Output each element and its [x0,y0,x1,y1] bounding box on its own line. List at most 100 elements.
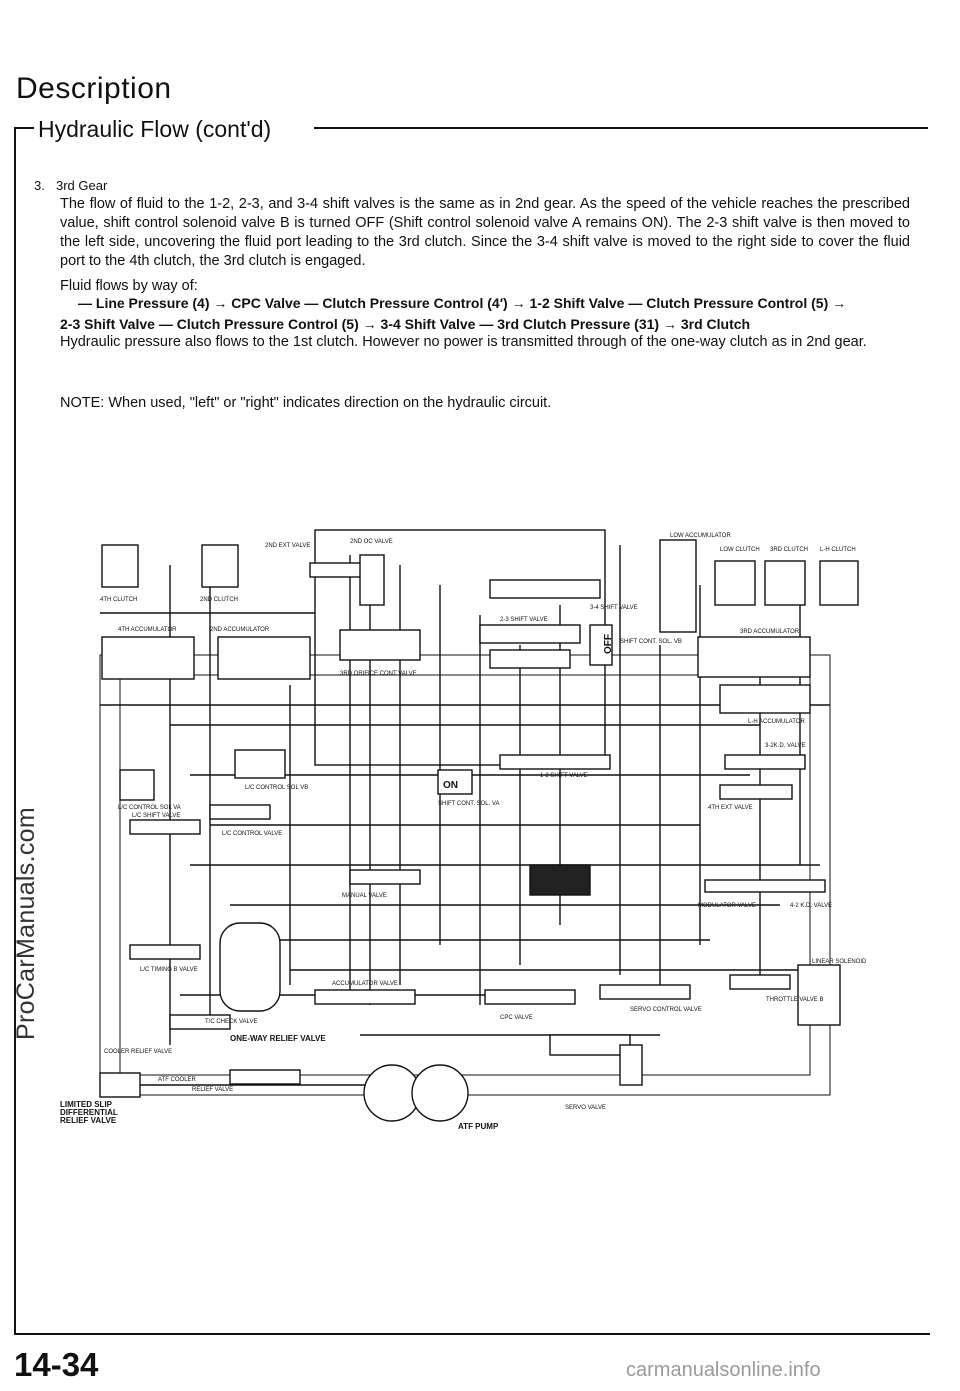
label: LIMITED SLIP [60,1100,113,1109]
label: SERVO VALVE [565,1105,606,1111]
arrow-icon: → [662,316,677,332]
fourth-clutch [101,544,139,588]
relief-valve-body [229,1069,301,1085]
linear-solenoid [797,964,841,1026]
kd-42-valve [704,879,826,893]
step-heading: 3rd Gear [56,178,108,193]
third-accumulator [697,636,811,678]
label: RELIEF VALVE [192,1087,233,1093]
label: T/C CHECK VALVE [205,1019,257,1025]
lc-sol-va [119,769,155,801]
tc-check-valve [169,1014,231,1030]
label: 4TH ACCUMULATOR [118,627,177,633]
label: L-H CLUTCH [820,547,856,553]
torque-converter [219,922,281,1012]
page-title: Description [16,72,172,105]
label: 4-2 K.D. VALVE [790,903,832,909]
label: ONE-WAY RELIEF VALVE [230,1034,326,1043]
label: L/C CONTROL SOL VA [118,805,181,811]
label: LOW ACCUMULATOR [670,533,731,539]
label: 2ND CLUTCH [200,597,238,603]
lh-clutch [819,560,859,606]
label: 2ND OC VALVE [350,539,393,545]
label: DIFFERENTIAL [60,1108,118,1117]
diagram-labels: 4TH CLUTCH 2ND CLUTCH 4TH ACCUMULATOR 2N… [60,533,867,1131]
low-accumulator [659,539,697,633]
label: 1-2 SHIFT VALVE [540,773,588,779]
low-clutch [714,560,756,606]
watermark: ProCarManuals.com [12,807,40,1040]
flow-step: 1-2 Shift Valve — Clutch Pressure Contro… [529,295,829,311]
label: L/C SHIFT VALVE [132,813,180,819]
fourth-accumulator [101,636,195,680]
manual-valve [349,869,421,885]
second-accumulator [217,636,311,680]
label: L-H ACCUMULATOR [748,719,805,725]
footer-url: carmanualsonline.info [626,1359,821,1381]
third-clutch [764,560,806,606]
label: 2ND EXT VALVE [265,543,310,549]
section-subtitle: Hydraulic Flow (cont'd) [38,116,272,142]
arrow-icon: → [362,316,377,332]
label: 3-4 SHIFT VALVE [590,605,638,611]
label: SERVO CONTROL VALVE [630,1007,702,1013]
label: L/C TIMING B VALVE [140,967,198,973]
label: 3RD CLUTCH [770,547,808,553]
paragraph-first-clutch: Hydraulic pressure also flows to the 1st… [60,334,867,350]
label: CPC VALVE [500,1015,533,1021]
flow-step: — Line Pressure (4) [78,295,210,311]
frame-top-rule [314,127,928,129]
atf-pump-gear-right [411,1064,469,1122]
label: ATF COOLER [158,1077,197,1083]
accumulator-valve [314,989,416,1005]
label: 4TH CLUTCH [100,597,137,603]
label: 3RD ORIFICE CONT VALVE [340,671,417,677]
label: ACCUMULATOR VALVE [332,981,398,987]
shift-12-valve [499,754,611,770]
flow-intro: Fluid flows by way of: [60,278,198,294]
servo-control-valve [599,984,691,1000]
label: LINEAR SOLENOID [812,959,867,965]
kd-32-valve [724,754,806,770]
label: COOLER RELIEF VALVE [104,1049,172,1055]
shift-sol-a [437,769,473,795]
label: 2-3 SHIFT VALVE [500,617,548,623]
label: MODULATOR VALVE [698,903,756,909]
step-number: 3. [34,178,45,193]
arrow-icon: → [213,295,228,311]
lc-timing-valve [129,944,201,960]
label: 3RD ACCUMULATOR [740,629,800,635]
hydraulic-circuit-diagram: 4TH CLUTCH 2ND CLUTCH 4TH ACCUMULATOR 2N… [60,529,867,1131]
frame-bottom-rule [14,1333,930,1335]
label: RELIEF VALVE [60,1116,117,1125]
shift-sol-b [589,624,613,666]
page-number: 14-34 [14,1346,99,1383]
lc-sol-vb [234,749,286,779]
label: L/C CONTROL VALVE [222,831,282,837]
flow-line-2: 2-3 Shift Valve — Clutch Pressure Contro… [60,314,930,335]
label: SHIFT CONT. SOL. VA [438,801,499,807]
label: L/C CONTROL SOL VB [245,785,308,791]
label: MANUAL VALVE [342,893,387,899]
servo-piston [619,1044,643,1086]
arrow-icon: → [832,295,847,311]
second-clutch [201,544,239,588]
frame-left-rule [14,127,16,1334]
solenoid-b-state: OFF [603,634,614,654]
flow-step: 3rd Clutch [680,316,751,332]
orifice-block [529,864,591,896]
throttle-b-valve [729,974,791,990]
solenoid-a-state: ON [443,780,458,791]
label: 4TH EXT VALVE [708,805,753,811]
lc-shift-valve [129,819,201,835]
label: 3-2K.D. VALVE [765,743,805,749]
fluid-flow-path: — Line Pressure (4) → CPC Valve — Clutch… [60,293,930,335]
cpc-valve [484,989,576,1005]
component-bodies [99,539,859,1122]
flow-step: 2-3 Shift Valve — Clutch Pressure Contro… [60,316,359,332]
label: 2ND ACCUMULATOR [210,627,270,633]
label: LOW CLUTCH [720,547,760,553]
frame-left-tick [14,127,34,129]
paragraph-shift-description: The flow of fluid to the 1-2, 2-3, and 3… [60,196,910,269]
servo-valve [549,1034,631,1056]
